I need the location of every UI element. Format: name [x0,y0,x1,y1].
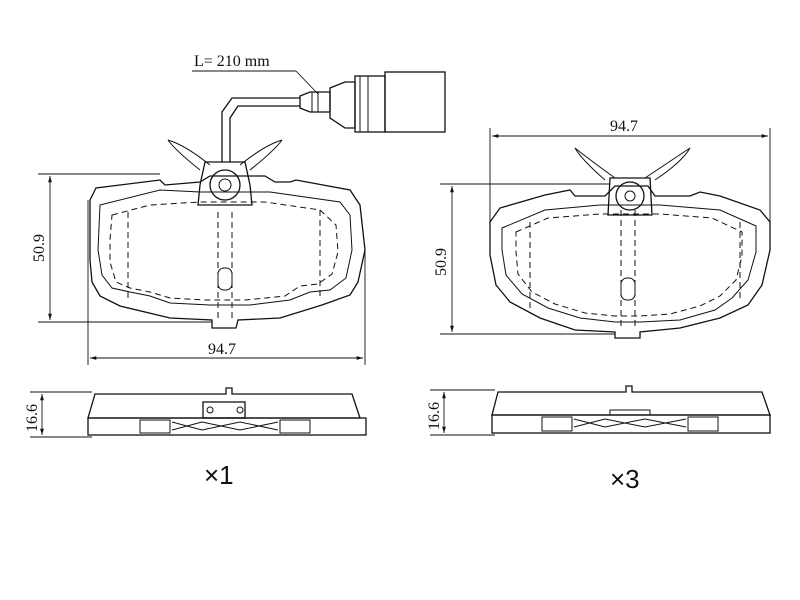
left-pad-front-view [89,71,446,329]
right-height-label: 50.9 [433,248,450,276]
left-height-label: 50.9 [31,234,48,262]
right-pad-side-view: 16.6 [426,385,771,436]
right-pad-front-view [489,147,771,339]
cable-length-label: L= 210 mm [194,53,270,70]
left-quantity-label: ×1 [204,460,234,490]
left-pad-side-view: 16.6 [24,387,367,438]
left-dimensions: L= 210 mm 50.9 94.7 [31,53,366,365]
right-thickness-label: 16.6 [426,402,443,430]
left-thickness-label: 16.6 [24,404,41,432]
right-quantity-label: ×3 [610,464,640,494]
right-width-label: 94.7 [610,118,638,135]
left-width-label: 94.7 [208,341,236,358]
right-dimensions: 94.7 50.9 [433,118,771,335]
